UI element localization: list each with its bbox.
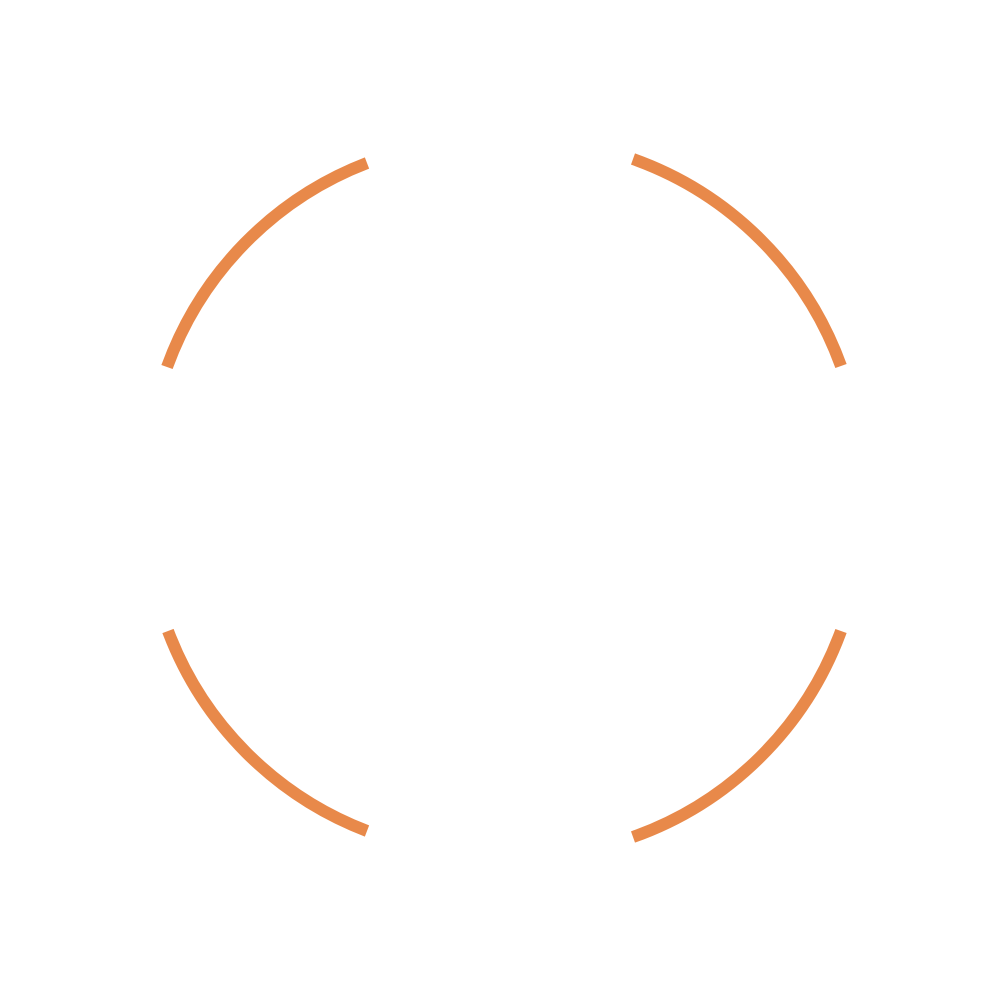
ring-arc-bottom-right xyxy=(630,628,847,843)
ring-arc-bottom-left xyxy=(162,628,370,837)
ring-arc-top-right xyxy=(630,153,847,369)
ring-arc-top-left xyxy=(161,157,370,370)
